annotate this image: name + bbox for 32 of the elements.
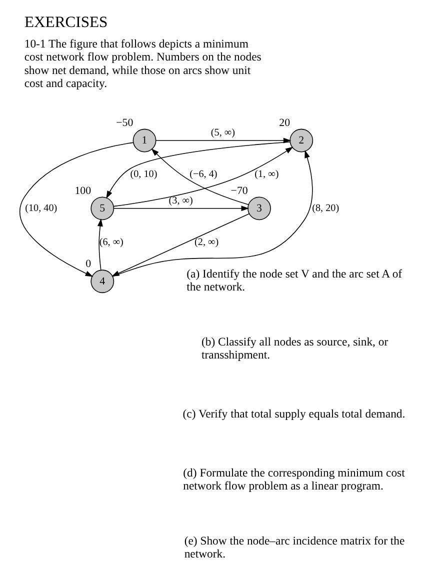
label: 10-1 The figure that follows depicts a minimum cost network flow problem. Numbers on the nodes show net demand, while those on arcs show unit cost and capacity. — [24, 37, 262, 90]
label: (c) Verify that total supply equals total demand. — [182, 408, 406, 421]
label: (a) Identify the node set V and the arc set A of the network. — [186, 267, 402, 294]
arrow — [114, 206, 250, 212]
node-circle: 3 — [248, 196, 271, 220]
edge-label: (−6, 4) — [190, 169, 218, 180]
node-label: 100 — [74, 185, 92, 198]
node-label: 0 — [86, 258, 92, 270]
node-circle: 5 — [90, 196, 114, 220]
diagram-title: EXERCISES — [24, 14, 108, 31]
arrow — [156, 138, 292, 144]
edge-label: (1, ∞) — [254, 169, 279, 180]
node-label: −70 — [230, 185, 248, 198]
node-circle: 1 — [132, 128, 156, 152]
label: (d) Formulate the corresponding minimum cost network flow problem as a linear program. — [183, 466, 405, 493]
edge-label: (3, ∞) — [168, 195, 193, 206]
edge-label: (0, 10) — [130, 169, 158, 180]
edge-label: (5, ∞) — [210, 127, 236, 138]
label: (e) Show the node–arc incidence matrix for the network. — [184, 534, 405, 561]
node-circle: 4 — [90, 270, 114, 294]
arrow — [113, 146, 294, 207]
node-circle: 2 — [290, 128, 314, 152]
arrow — [106, 142, 290, 199]
edge-label: (2, ∞) — [194, 237, 219, 248]
edge-label: (6, ∞) — [99, 237, 124, 248]
edge-label: (8, 20) — [312, 203, 340, 214]
edge-label: (10, 40) — [25, 203, 58, 214]
node-label: 20 — [279, 117, 290, 130]
arrow — [151, 148, 249, 206]
node-label: −50 — [116, 117, 134, 130]
label: (b) Classify all nodes as source, sink, or transshipment. — [202, 335, 388, 362]
arrow — [97, 218, 103, 270]
